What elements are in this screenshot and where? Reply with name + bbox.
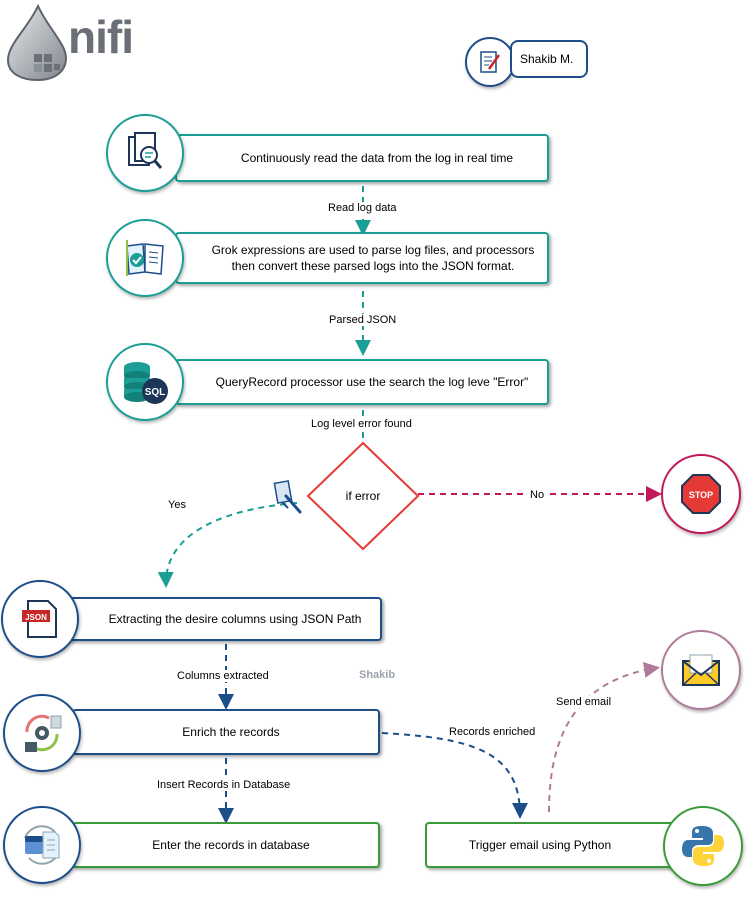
database-icon-circle — [3, 806, 81, 884]
node-query-record-label: QueryRecord processor use the search the… — [215, 375, 529, 389]
node-extract-columns-label: Extracting the desire columns using JSON… — [108, 612, 362, 626]
edge-label-no: No — [528, 489, 547, 501]
decision-label: if error — [345, 489, 381, 503]
pointer-hand-icon — [270, 478, 306, 516]
edge-label-send-email: Send email — [554, 696, 614, 708]
edge-label-read-log-data: Read log data — [326, 202, 399, 214]
document-search-icon — [128, 132, 163, 169]
svg-text:SQL: SQL — [145, 387, 166, 398]
edge-label-log-level-error: Log level error found — [309, 418, 414, 430]
envelope-icon — [682, 654, 720, 686]
node-trigger-email: Trigger email using Python — [425, 822, 675, 868]
nifi-logo — [4, 2, 74, 82]
grok-icon-circle — [106, 219, 184, 297]
read-log-icon-circle — [106, 114, 184, 192]
node-extract-columns: Extracting the desire columns using JSON… — [52, 597, 382, 641]
notepad-pen-icon — [480, 51, 501, 73]
node-trigger-email-label: Trigger email using Python — [468, 838, 612, 852]
author-name: Shakib M. — [520, 52, 574, 66]
edge-label-insert-records: Insert Records in Database — [155, 779, 293, 791]
decision-label-box: if error — [333, 486, 393, 506]
email-icon-circle — [661, 630, 741, 710]
node-enter-database: Enter the records in database — [72, 822, 380, 868]
edge-enrich-to-email — [381, 732, 528, 819]
svg-text:JSON: JSON — [25, 613, 47, 622]
edge-yes — [157, 502, 298, 588]
decision-diamond-shape — [306, 441, 420, 551]
watermark: Shakib — [359, 669, 396, 681]
edge-label-parsed-json: Parsed JSON — [327, 314, 399, 326]
node-query-record: QueryRecord processor use the search the… — [175, 359, 549, 405]
nifi-drop-icon — [6, 3, 68, 82]
edge-label-records-enriched: Records enriched — [447, 726, 538, 738]
node-read-log: Continuously read the data from the log … — [175, 134, 549, 182]
node-grok-parse: Grok expressions are used to parse log f… — [175, 232, 549, 284]
edge-send-email — [548, 661, 660, 813]
author-avatar — [465, 37, 515, 87]
python-icon-circle — [663, 806, 743, 886]
node-enrich-records: Enrich the records — [72, 709, 380, 755]
nifi-logo-text: nifi — [68, 11, 134, 63]
json-file-icon: JSON — [22, 600, 57, 638]
node-enrich-records-label: Enrich the records — [182, 725, 280, 739]
gear-cycle-icon — [25, 714, 62, 752]
sql-database-icon: SQL — [124, 362, 168, 404]
edge-label-columns-extracted: Columns extracted — [175, 670, 271, 682]
query-icon-circle: SQL — [106, 343, 184, 421]
node-read-log-label: Continuously read the data from the log … — [240, 151, 514, 165]
enrich-icon-circle — [3, 694, 81, 772]
python-logo-icon — [682, 826, 724, 866]
database-transfer-icon — [24, 825, 60, 865]
stop-sign-icon: STOP — [681, 474, 721, 514]
svg-text:STOP: STOP — [689, 490, 713, 500]
node-grok-line1: Grok expressions are used to parse log f… — [211, 243, 535, 257]
node-grok-line2: then convert these parsed logs into the … — [231, 259, 515, 273]
edge-label-yes: Yes — [166, 499, 188, 511]
node-enter-database-label: Enter the records in database — [152, 838, 310, 852]
author-name-box: Shakib M. — [510, 40, 588, 78]
stop-circle: STOP — [661, 454, 741, 534]
book-check-icon — [126, 240, 164, 276]
extract-icon-circle: JSON — [1, 580, 79, 658]
